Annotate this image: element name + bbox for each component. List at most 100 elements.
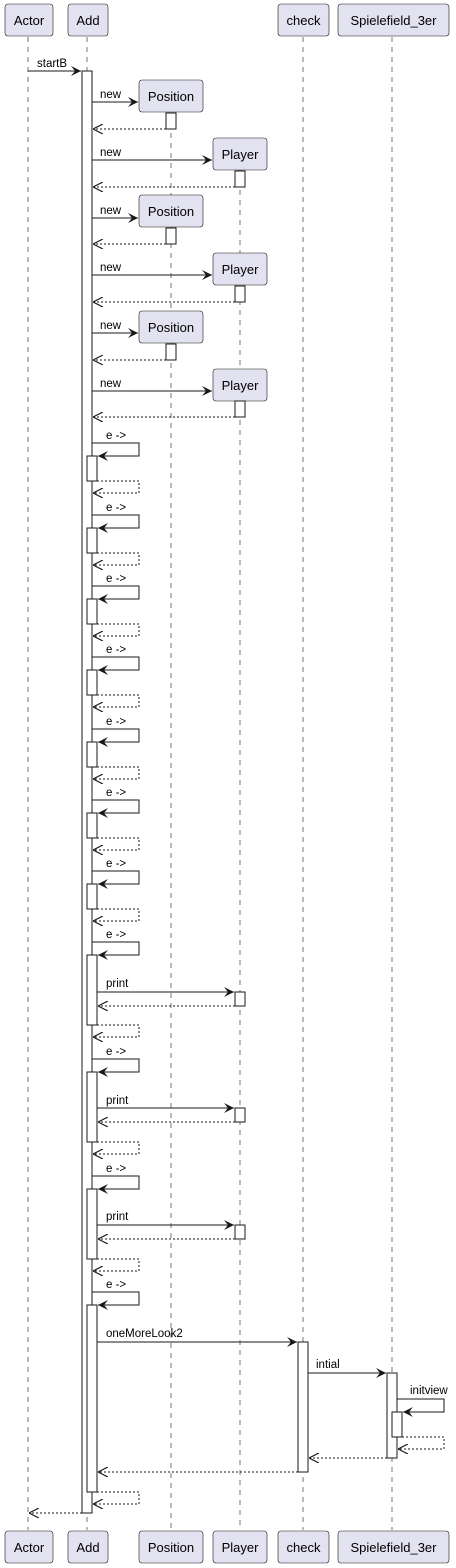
activation-position — [165, 112, 177, 130]
self-return-arrow — [93, 1141, 140, 1154]
message-label: e -> — [106, 929, 126, 941]
participant-label: check — [287, 13, 321, 28]
message-label: new — [100, 262, 122, 274]
message-label: startB — [37, 58, 67, 70]
participant-label: Add — [76, 1540, 99, 1555]
self-message-arrow — [92, 728, 140, 747]
self-message-arrow — [92, 941, 140, 960]
self-return-arrow — [93, 908, 140, 921]
created-position: Position — [138, 79, 204, 113]
self-return-arrow — [93, 552, 140, 565]
self-return-arrow — [93, 1258, 140, 1271]
message-label: e -> — [106, 787, 126, 799]
self-message-arrow — [92, 1058, 140, 1077]
activation-player-print — [234, 1107, 246, 1123]
activation-add-self — [86, 883, 98, 910]
self-return-arrow — [93, 623, 140, 636]
participant-add: Add — [67, 3, 109, 37]
activation-add-self — [86, 527, 98, 554]
message-label: print — [106, 1211, 129, 1223]
created-participants: Position Player Position Player Position… — [138, 79, 268, 402]
messages: startB new new new new new new e -> e -> — [28, 58, 448, 1513]
participant-label: Position — [148, 204, 194, 219]
activation-add-self — [86, 741, 98, 768]
activation-player — [234, 170, 246, 188]
self-message-arrow — [92, 656, 140, 675]
participant-label: Position — [148, 89, 194, 104]
created-player: Player — [212, 368, 268, 402]
participant-label: Player — [222, 1540, 260, 1555]
message-label: new — [100, 147, 122, 159]
participant-spielefield: Spielefield_3er — [337, 3, 450, 37]
message-label: print — [106, 978, 129, 990]
participant-label: Spielefield_3er — [350, 1540, 437, 1555]
activation-position — [165, 343, 177, 361]
activations — [81, 70, 403, 1514]
participants-top: Actor Add check Spielefield_3er — [4, 3, 450, 37]
participant-label: Actor — [14, 13, 45, 28]
participants-bottom: Actor Add Position Player check Spielefi… — [4, 1530, 450, 1564]
activation-add-self — [86, 598, 98, 625]
participant-check: check — [277, 1530, 330, 1564]
participant-label: Player — [222, 262, 260, 277]
created-player: Player — [212, 137, 268, 171]
self-return-arrow — [93, 837, 140, 850]
self-message-arrow — [92, 442, 140, 461]
participant-spielefield: Spielefield_3er — [337, 1530, 450, 1564]
message-label: e -> — [106, 1163, 126, 1175]
activation-player-print — [234, 1224, 246, 1240]
message-label: new — [100, 378, 122, 390]
participant-add: Add — [67, 1530, 109, 1564]
activation-add-self — [86, 1188, 98, 1260]
message-label: e -> — [106, 644, 126, 656]
message-label: print — [106, 1095, 129, 1107]
message-label: e -> — [106, 858, 126, 870]
activation-add-self — [86, 812, 98, 839]
activation-position — [165, 227, 177, 245]
message-label: new — [100, 205, 122, 217]
message-label: intial — [316, 1359, 340, 1371]
message-label: e -> — [106, 573, 126, 585]
self-message-arrow — [397, 1398, 445, 1417]
participant-label: Actor — [14, 1540, 45, 1555]
self-return-arrow — [93, 694, 140, 707]
created-position: Position — [138, 310, 204, 344]
message-label: new — [100, 320, 122, 332]
activation-add-self — [86, 669, 98, 696]
participant-position: Position — [138, 1530, 204, 1564]
self-return-arrow — [93, 1491, 140, 1504]
message-label: initview — [410, 1385, 448, 1397]
created-player: Player — [212, 252, 268, 286]
self-return-arrow — [398, 1436, 445, 1449]
message-label: new — [100, 89, 122, 101]
message-label: e -> — [106, 430, 126, 442]
activation-add-main — [81, 70, 93, 1514]
self-message-arrow — [92, 585, 140, 604]
participant-label: Position — [148, 320, 194, 335]
participant-label: Position — [148, 1540, 194, 1555]
participant-actor: Actor — [4, 1530, 54, 1564]
participant-label: Spielefield_3er — [350, 13, 437, 28]
participant-actor: Actor — [4, 3, 54, 37]
message-label: e -> — [106, 1046, 126, 1058]
participant-label: Player — [222, 147, 260, 162]
participant-label: check — [287, 1540, 321, 1555]
self-message-arrow — [92, 514, 140, 533]
message-label: e -> — [106, 1279, 126, 1291]
participant-label: Add — [76, 13, 99, 28]
activation-player — [234, 400, 246, 418]
activation-add-self — [86, 1304, 98, 1493]
self-message-arrow — [92, 799, 140, 818]
self-return-arrow — [93, 1024, 140, 1037]
activation-add-self — [86, 455, 98, 482]
participant-label: Player — [222, 378, 260, 393]
activation-check — [297, 1341, 309, 1473]
self-return-arrow — [93, 480, 140, 493]
activation-add-self — [86, 1071, 98, 1143]
participant-check: check — [277, 3, 330, 37]
self-message-arrow — [92, 1291, 140, 1310]
self-return-arrow — [93, 766, 140, 779]
activation-player — [234, 285, 246, 303]
message-label: oneMoreLook2 — [106, 1328, 183, 1340]
message-label: e -> — [106, 502, 126, 514]
